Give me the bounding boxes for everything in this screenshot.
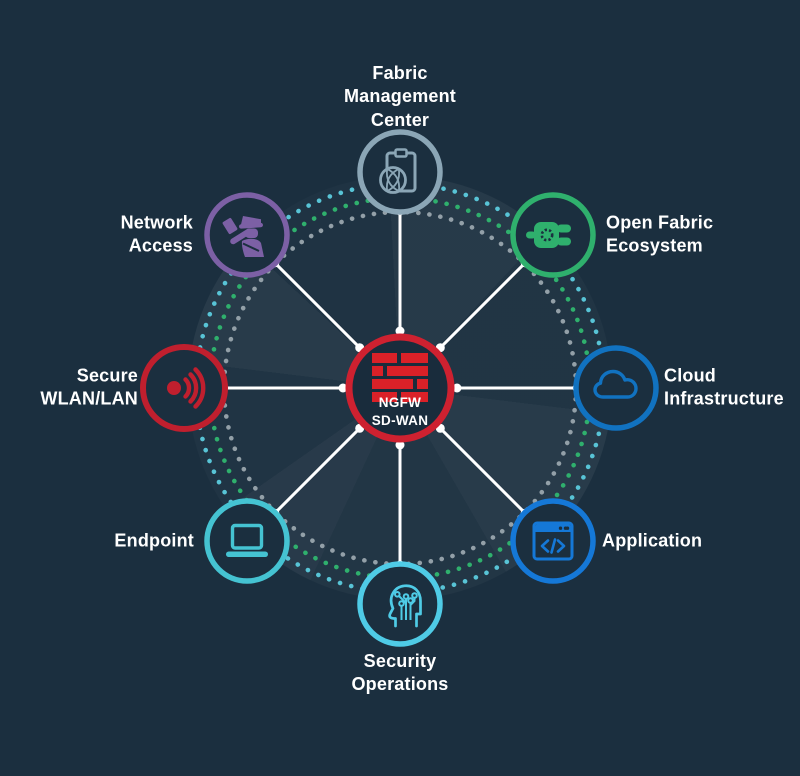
label-security-operations: Security Operations xyxy=(351,651,449,695)
label-application: Application xyxy=(602,530,703,551)
node-circle-cloud-infrastructure xyxy=(573,345,659,431)
label-network-access: Network Access xyxy=(120,212,193,256)
spokes xyxy=(223,211,577,565)
security-guard-icon xyxy=(222,216,264,257)
label-hub-ngfw-sdwan: NGFW SD-WAN xyxy=(371,395,429,428)
spoke-bottom-right xyxy=(439,427,527,515)
clipboard-globe-icon xyxy=(379,148,417,194)
spoke-top-left xyxy=(273,261,361,349)
wireless-signal-icon xyxy=(167,367,206,409)
cloud-icon xyxy=(593,369,638,399)
code-window-icon xyxy=(532,521,574,561)
label-secure-wlan-lan: Secure WLAN/LAN xyxy=(40,365,138,409)
node-circle-secure-wlan-lan xyxy=(140,344,228,432)
laptop-icon xyxy=(226,523,268,557)
label-endpoint: Endpoint xyxy=(114,530,194,551)
ai-head-circuit-icon xyxy=(388,584,422,628)
spoke-top-right xyxy=(439,261,527,349)
label-fabric-management-center: Fabric Management Center xyxy=(343,63,457,130)
node-circle-endpoint xyxy=(204,498,290,584)
power-plug-icon xyxy=(526,222,571,248)
label-open-fabric-ecosystem: Open Fabric Ecosystem xyxy=(606,212,714,256)
firewall-bricks-icon xyxy=(372,353,428,402)
spoke-bottom-left xyxy=(273,427,361,515)
label-cloud-infrastructure: Cloud Infrastructure xyxy=(664,365,784,409)
